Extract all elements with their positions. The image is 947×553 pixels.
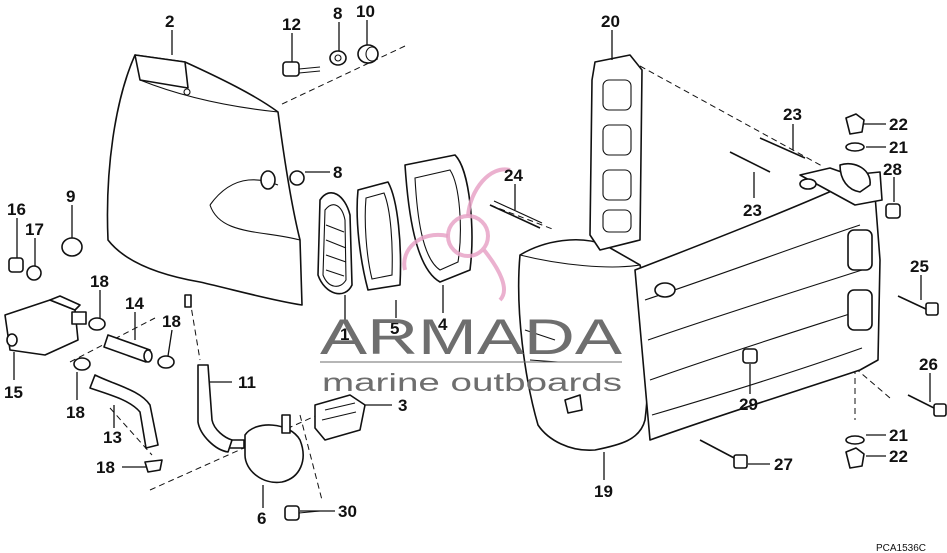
callout-25: 25 [910, 257, 929, 276]
callout-2: 2 [165, 12, 174, 31]
callout-12: 12 [282, 15, 301, 34]
leader-lines [13, 20, 931, 512]
callout-18-c: 18 [66, 403, 85, 422]
callout-4: 4 [438, 315, 448, 334]
callout-3: 3 [398, 396, 407, 415]
watermark-tagline: marine outboards [322, 369, 622, 397]
part-6-valve [225, 414, 304, 484]
callout-19: 19 [594, 482, 613, 501]
callout-16: 16 [7, 200, 26, 219]
watermark-propeller-logo [402, 167, 511, 302]
callout-13: 13 [103, 428, 122, 447]
exhaust-manifold-body [634, 163, 883, 441]
callout-18-d: 18 [96, 458, 115, 477]
callout-20: 20 [601, 12, 620, 31]
callout-24: 24 [504, 166, 523, 185]
part-3-clip [314, 394, 366, 441]
drawing-code: PCA1536C [876, 543, 926, 553]
callout-21-a: 21 [889, 138, 908, 157]
hoses [89, 334, 233, 453]
callout-numbers: 2 12 8 10 8 9 16 17 18 14 18 15 18 13 18… [4, 2, 938, 528]
callout-8-top: 8 [333, 4, 342, 23]
callout-10: 10 [356, 2, 375, 21]
callout-22-a: 22 [889, 115, 908, 134]
callout-9: 9 [66, 187, 75, 206]
callout-1: 1 [340, 325, 349, 344]
callout-6: 6 [257, 509, 266, 528]
callout-15: 15 [4, 383, 23, 402]
small-hardware [8, 44, 947, 521]
callout-30: 30 [338, 502, 357, 521]
watermark-brand: ARMADA [320, 309, 623, 365]
callout-11: 11 [238, 373, 256, 392]
callout-23-a: 23 [783, 105, 802, 124]
part-5-gasket [356, 181, 402, 291]
callout-17: 17 [25, 220, 44, 239]
part-2-cover [106, 54, 303, 308]
callout-27: 27 [774, 455, 793, 474]
callout-8-mid: 8 [333, 163, 342, 182]
callout-5: 5 [390, 319, 399, 338]
callout-29: 29 [739, 395, 758, 414]
callout-22-b: 22 [889, 447, 908, 466]
callout-21-b: 21 [889, 426, 908, 445]
part-1-screen [317, 192, 353, 295]
part-20-manifold-gasket [589, 54, 643, 251]
callout-14: 14 [125, 294, 144, 313]
callout-23-b: 23 [743, 201, 762, 220]
callout-28: 28 [883, 160, 902, 179]
part-15-solenoid [4, 295, 87, 356]
callout-18-b: 18 [162, 312, 181, 331]
callout-26: 26 [919, 355, 938, 374]
callout-18-a: 18 [90, 272, 109, 291]
